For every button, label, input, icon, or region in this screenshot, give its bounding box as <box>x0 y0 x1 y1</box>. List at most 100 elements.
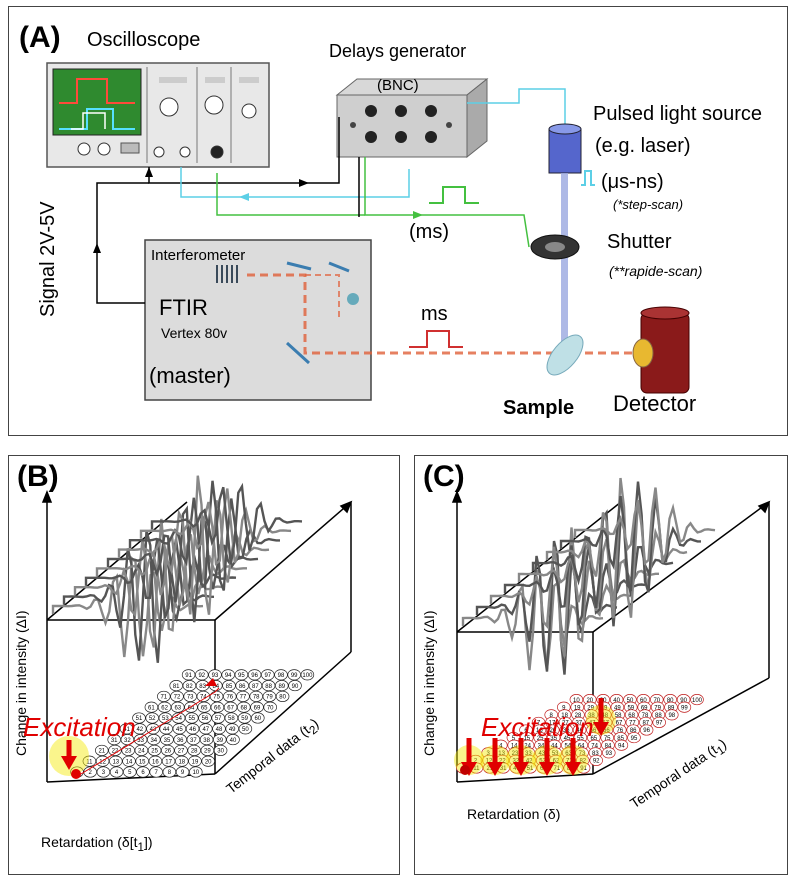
grid-point-number: 95 <box>631 736 638 742</box>
grid-point-number: 47 <box>589 721 596 727</box>
grid-point: 15 <box>135 755 149 767</box>
grid-point-number: 68 <box>628 713 635 719</box>
grid-point: 22 <box>108 744 122 756</box>
step-scan-label: (*step-scan) <box>613 197 684 212</box>
grid-point-number: 32 <box>512 759 519 765</box>
detector-label: Detector <box>613 391 697 416</box>
bnc-label: (BNC) <box>377 77 419 94</box>
interferogram-ridge <box>51 555 204 658</box>
grid-point: 42 <box>133 723 147 735</box>
start-point <box>460 765 470 775</box>
panel-c-x-axis: Retardation (δ) <box>467 806 561 822</box>
grid-point-number: 19 <box>574 705 581 711</box>
ftir-label: FTIR <box>159 295 208 320</box>
sample-element <box>546 334 584 376</box>
grid-point-number: 76 <box>226 695 233 701</box>
grid-point: 7 <box>149 766 163 778</box>
rapid-scan-label: (**rapide-scan) <box>609 263 703 279</box>
grid-point-number: 100 <box>692 698 703 704</box>
grid-point-number: 36 <box>563 728 570 734</box>
signal-label: Signal 2V-5V <box>37 201 59 317</box>
grid-point-number: 10 <box>192 770 199 776</box>
grid-point: 41 <box>119 723 134 735</box>
grid-point-number: 73 <box>187 695 194 701</box>
grid-point-number: 35 <box>550 736 557 742</box>
grid-point-number: 22 <box>499 759 506 765</box>
interferogram-ridge <box>559 481 701 593</box>
grid-point: 6 <box>136 766 150 778</box>
grid-point-number: 45 <box>176 727 183 733</box>
grid-point-number: 5 <box>512 736 516 742</box>
grid-point: 23 <box>121 744 135 756</box>
grid-point: 34 <box>147 734 161 746</box>
grid-point-number: 40 <box>230 738 237 744</box>
grid-point-number: 26 <box>164 749 171 755</box>
grid-point-number: 51 <box>136 716 143 722</box>
grid-point-number: 64 <box>578 743 585 749</box>
grid-point-number: 63 <box>174 705 181 711</box>
excitation-arrow <box>532 738 562 776</box>
grid-point-number: 8 <box>168 770 172 776</box>
grid-point-number: 48 <box>601 713 608 719</box>
grid-point-number: 79 <box>266 695 273 701</box>
interferometer-label: Interferometer <box>151 247 246 264</box>
grid-point-number: 96 <box>251 673 258 679</box>
grid-point: 96 <box>247 669 262 681</box>
grid-point-number: 46 <box>576 728 583 734</box>
grid-point: 100 <box>690 694 704 706</box>
grid-point-number: 29 <box>587 705 594 711</box>
delays-generator-device <box>335 77 489 159</box>
grid-point: 14 <box>122 755 136 767</box>
grid-point-number: 72 <box>566 759 573 765</box>
grid-point-number: 87 <box>252 684 259 690</box>
grid-point-number: 9 <box>562 705 566 711</box>
grid-point-number: 65 <box>590 736 597 742</box>
panel-b-excitation: Excitation <box>23 712 136 742</box>
grid-point-number: 87 <box>642 721 649 727</box>
grid-point-number: 57 <box>215 716 222 722</box>
grid-point-number: 82 <box>579 759 586 765</box>
grid-point-number: 56 <box>590 728 597 734</box>
shutter-label: Shutter <box>607 231 672 253</box>
grid-point: 77 <box>236 690 250 702</box>
laser-beam <box>561 173 568 363</box>
grid-point-number: 17 <box>549 721 556 727</box>
grid-point: 20 <box>201 755 215 767</box>
grid-point-number: 41 <box>123 727 130 733</box>
grid-point: 38 <box>199 734 214 746</box>
grid-point-number: 88 <box>655 713 662 719</box>
grid-point-number: 86 <box>630 728 637 734</box>
grid-point-number: 67 <box>227 705 234 711</box>
grid-point-number: 34 <box>538 743 545 749</box>
grid-point: 13 <box>109 755 123 767</box>
grid-point-number: 74 <box>200 695 207 701</box>
grid-point-number: 12 <box>99 759 106 765</box>
grid-point-number: 41 <box>513 766 520 772</box>
grid-point-number: 80 <box>279 695 286 701</box>
grid-point-number: 40 <box>613 698 620 704</box>
grid-point-number: 98 <box>668 713 675 719</box>
grid-point-number: 53 <box>552 751 559 757</box>
grid-point: 85 <box>222 680 236 692</box>
grid-point-number: 51 <box>527 766 534 772</box>
interferogram-ridge <box>489 527 632 657</box>
grid-point: 40 <box>226 734 240 746</box>
grid-point-number: 98 <box>278 673 285 679</box>
panel-a-drawing <box>46 62 690 401</box>
grid-point: 29 <box>200 744 215 756</box>
grid-point-number: 18 <box>178 759 185 765</box>
grid-point: 83 <box>195 680 210 692</box>
grid-point: 58 <box>224 712 239 724</box>
grid-point: 87 <box>248 680 263 692</box>
interferogram-ridge <box>573 487 716 566</box>
grid-point: 50 <box>238 723 253 735</box>
pulsed-light-source-label: Pulsed light source <box>593 103 762 125</box>
laser-example-label: (e.g. laser) <box>595 135 691 157</box>
excitation-arrow <box>506 738 536 776</box>
grid-point-number: 50 <box>627 698 634 704</box>
grid-point: 73 <box>183 690 197 702</box>
grid-point: 82 <box>182 680 197 692</box>
grid-point-number: 99 <box>291 673 298 679</box>
panel-b-x-axis: Retardation (δ[t1]) <box>41 834 153 854</box>
grid-point-number: 3 <box>102 770 106 776</box>
